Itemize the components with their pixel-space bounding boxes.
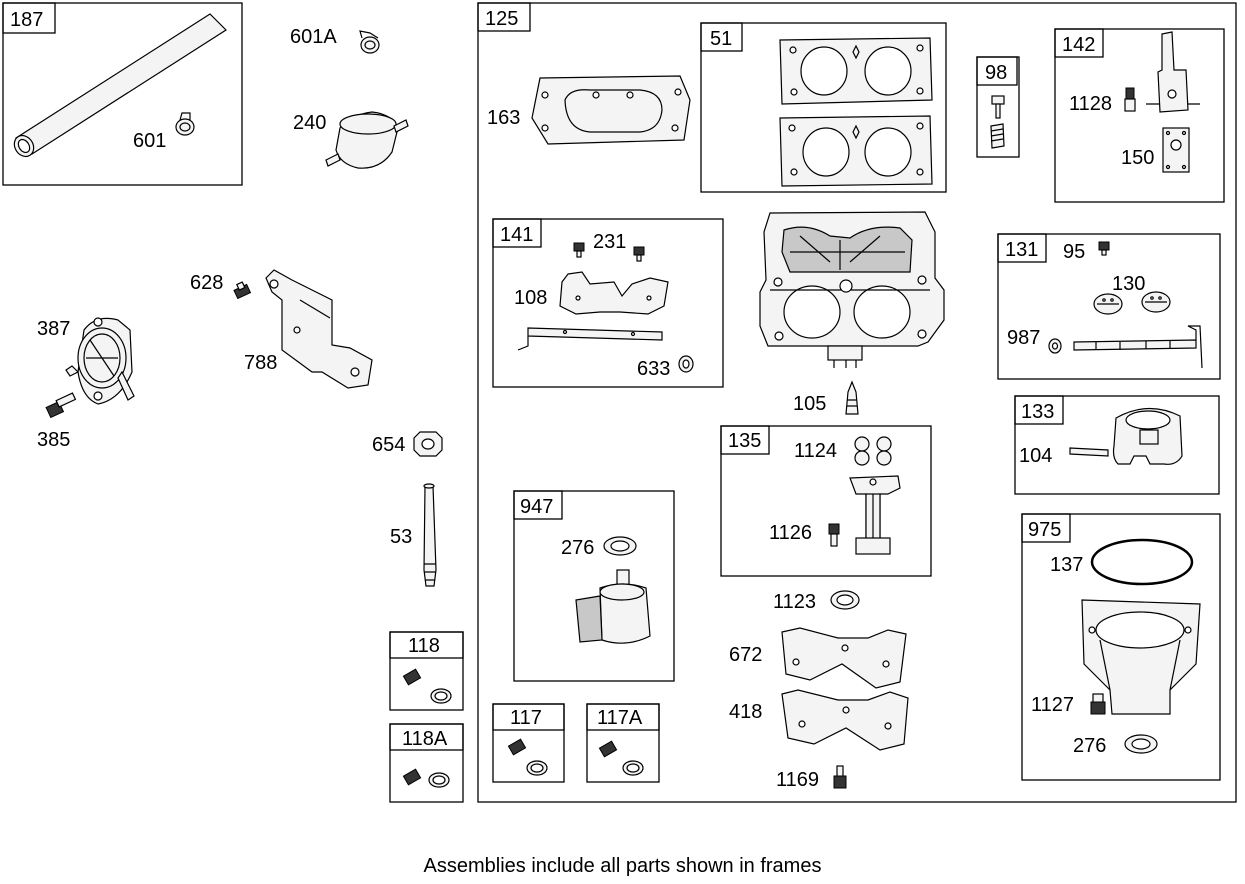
frame-98-title: 98: [985, 62, 1007, 84]
label-633: 633: [637, 358, 670, 380]
label-987: 987: [1007, 327, 1040, 349]
frame-118A: 118A: [389, 723, 464, 803]
adapter-975: [1081, 599, 1201, 715]
label-418: 418: [729, 701, 762, 723]
frame-133: 133: [1014, 395, 1220, 495]
screw-1127: [1090, 693, 1106, 715]
label-95: 95: [1063, 241, 1085, 263]
frame-118: 118: [389, 631, 464, 711]
solenoid-947: [575, 569, 651, 644]
fuel-filter-240: [325, 111, 409, 169]
label-1128: 1128: [1069, 93, 1112, 115]
frame-975-title: 975: [1028, 519, 1061, 541]
frame-947: 947: [513, 490, 675, 682]
screw-1126: [828, 523, 840, 547]
needle-105: [845, 380, 859, 415]
label-231: 231: [593, 231, 626, 253]
stud-53: [423, 483, 437, 587]
frame-117: 117: [492, 703, 565, 783]
frame-135: 135: [720, 425, 932, 577]
frame-131-title: 131: [1005, 239, 1038, 261]
footer-note: Assemblies include all parts shown in fr…: [423, 855, 822, 877]
label-1124: 1124: [794, 440, 837, 462]
label-163: 163: [487, 107, 520, 129]
frame-117-title: 117: [510, 707, 542, 729]
label-1169: 1169: [776, 769, 819, 791]
washer-633: [678, 355, 694, 373]
emulsion-tube: [849, 475, 901, 555]
frame-142: 142: [1054, 28, 1225, 203]
screw-1128: [1124, 87, 1136, 112]
label-1126: 1126: [769, 522, 812, 544]
screw-231-b: [633, 246, 645, 262]
frame-51: 51: [700, 22, 947, 193]
label-104: 104: [1019, 445, 1052, 467]
link-rod: [517, 327, 663, 351]
frame-117A: 117A: [586, 703, 660, 783]
throttle-plate-142: [1146, 31, 1200, 113]
hose-clamp-601A: [359, 30, 380, 54]
label-150: 150: [1121, 147, 1154, 169]
plate-150: [1162, 127, 1190, 173]
float-104: [1112, 407, 1183, 465]
frame-975: 975: [1021, 513, 1221, 781]
label-628: 628: [190, 272, 223, 294]
fuel-line-hose: [13, 13, 227, 158]
gasket-418: [781, 689, 909, 751]
frame-141-title: 141: [500, 224, 533, 246]
gasket-163: [531, 75, 691, 145]
frame-125-title: 125: [485, 8, 518, 30]
label-788: 788: [244, 352, 277, 374]
label-108: 108: [514, 287, 547, 309]
frame-947-title: 947: [520, 496, 553, 518]
label-130: 130: [1112, 273, 1145, 295]
gasket-1123: [830, 590, 860, 610]
frame-135-title: 135: [728, 430, 761, 452]
label-105: 105: [793, 393, 826, 415]
label-240: 240: [293, 112, 326, 134]
washer-276-b: [1124, 734, 1158, 754]
frame-118-title: 118: [408, 635, 440, 657]
o-ring-137: [1090, 538, 1194, 586]
washer-276-a: [603, 536, 637, 556]
screw-628: [233, 281, 252, 300]
screw-385: [45, 392, 77, 419]
frame-125: 125: [477, 2, 1237, 803]
label-387: 387: [37, 318, 70, 340]
label-672: 672: [729, 644, 762, 666]
retainer-108: [559, 271, 669, 315]
frame-187-title: 187: [10, 9, 43, 31]
label-601A: 601A: [290, 26, 337, 48]
fuel-pump-387: [65, 317, 135, 405]
label-276-b: 276: [1073, 735, 1106, 757]
gasket-lower: [779, 115, 933, 187]
label-654: 654: [372, 434, 405, 456]
frame-141: 141: [492, 218, 724, 388]
nut-654: [413, 431, 443, 457]
screw-1169: [833, 765, 847, 789]
label-53: 53: [390, 526, 412, 548]
frame-131: 131: [997, 233, 1221, 380]
label-385: 385: [37, 429, 70, 451]
label-137: 137: [1050, 554, 1083, 576]
frame-187: 187 601: [2, 2, 243, 186]
carburetor-body: [759, 211, 945, 368]
gasket-1124: [854, 436, 892, 466]
frame-51-title: 51: [710, 28, 732, 50]
hose-clamp-601: [175, 112, 195, 136]
gasket-672: [781, 627, 907, 689]
frame-133-title: 133: [1021, 401, 1054, 423]
frame-117A-title: 117A: [597, 707, 643, 729]
label-276-a: 276: [561, 537, 594, 559]
frame-98: 98: [976, 56, 1020, 158]
label-1123: 1123: [773, 591, 816, 613]
label-601: 601: [133, 130, 166, 152]
bracket-788: [265, 269, 373, 389]
screw-231-a: [573, 242, 585, 258]
label-1127: 1127: [1031, 694, 1074, 716]
frame-118A-title: 118A: [402, 728, 448, 750]
gasket-upper: [779, 37, 933, 105]
frame-142-title: 142: [1062, 34, 1095, 56]
